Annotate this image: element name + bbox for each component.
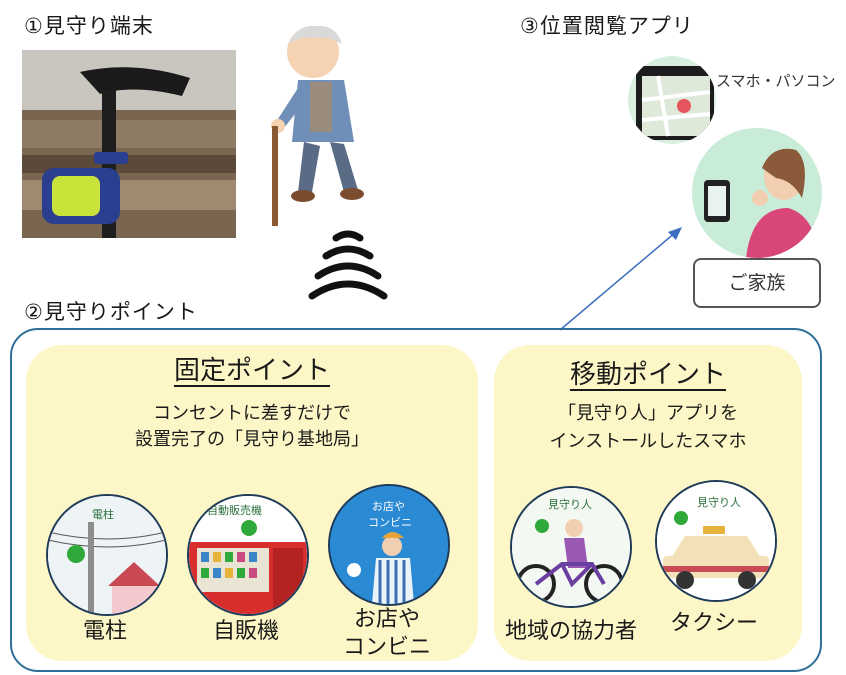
smartphone-map-circle [628, 56, 716, 144]
store-caption-1: お店や [353, 607, 420, 632]
bicycle-caption: 地域の協力者 [504, 619, 637, 644]
taxi-icon: 見守り人 [655, 480, 777, 602]
cane-device-photo [22, 50, 236, 238]
store-clerk-icon: お店や コンビニ [328, 484, 450, 606]
points-label: ②見守りポイント [24, 300, 198, 324]
bicycle-tag: 見守り人 [548, 497, 592, 511]
app-label: ③位置閲覧アプリ [520, 14, 694, 38]
connection-arrow [559, 227, 682, 331]
store-tag-2: コンビニ [368, 516, 412, 529]
points-frame [10, 328, 822, 672]
fixed-points-desc-2: 設置完了の「見守り基地局」 [135, 429, 369, 450]
vending-machine-icon: 自動販売機 [187, 494, 309, 616]
vending-machine-caption: 自販機 [212, 619, 279, 644]
taxi-caption: タクシー [669, 611, 758, 636]
signal-waves-icon [308, 228, 388, 310]
device-label: スマホ・パソコン [716, 72, 836, 90]
family-button: ご家族 [693, 258, 821, 308]
mobile-points-desc-2: インストールしたスマホ [549, 431, 747, 452]
bicycle-icon: 見守り人 [510, 486, 632, 608]
store-caption-2: コンビニ [342, 635, 431, 660]
taxi-tag: 見守り人 [697, 495, 741, 509]
terminal-label: ①見守り端末 [24, 14, 154, 38]
utility-pole-icon: 電柱 [46, 494, 168, 616]
vending-machine-tag: 自動販売機 [207, 503, 262, 517]
fixed-points-title: 固定ポイント [173, 356, 330, 386]
utility-pole-tag: 電柱 [92, 507, 114, 521]
mobile-points-desc-1: 「見守り人」アプリを [558, 403, 738, 424]
fixed-points-desc-1: コンセントに差すだけで [153, 403, 351, 424]
store-tag-1: お店や [372, 499, 405, 513]
elderly-person-icon [258, 22, 408, 232]
utility-pole-caption: 電柱 [82, 619, 127, 644]
family-member-icon [692, 128, 822, 258]
mobile-points-title: 移動ポイント [569, 360, 726, 390]
